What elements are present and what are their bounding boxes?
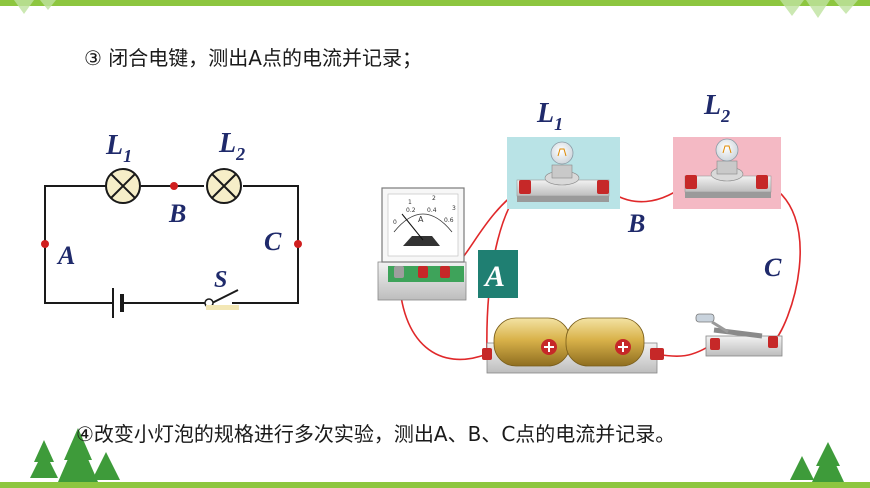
- point-a-badge: A: [478, 250, 518, 298]
- wire-lamp2-to-switch: [761, 180, 801, 344]
- wire-left: [44, 185, 106, 304]
- schematic-point-c: C: [264, 227, 282, 256]
- lamp1-symbol: [105, 168, 141, 204]
- ammeter-tick-2: 0.4: [427, 207, 437, 214]
- schematic-switch-label: S: [214, 267, 227, 293]
- ammeter-outer-tick-1: 1: [408, 199, 412, 206]
- node-c-dot: [294, 240, 302, 248]
- apparatus-label-b: B: [627, 209, 645, 238]
- step-3-instruction: ③ 闭合电键，测出A点的电流并记录；: [84, 46, 422, 70]
- switch-lever: [211, 289, 239, 304]
- schematic-point-b: B: [168, 199, 186, 228]
- ammeter-unit: A: [418, 215, 424, 224]
- apparatus-label-c: C: [764, 253, 782, 282]
- lamp1-apparatus: [507, 137, 620, 209]
- decorative-trees: [30, 428, 844, 482]
- lamp2-symbol: [206, 168, 242, 204]
- ammeter-tick-3: 0.6: [444, 217, 454, 224]
- schematic-point-a: A: [56, 241, 75, 270]
- apparatus-label-a: A: [483, 260, 505, 293]
- ammeter-outer-tick-2: 2: [432, 195, 436, 202]
- ammeter-tick-1: 0.2: [406, 207, 416, 214]
- node-b-dot: [170, 182, 178, 190]
- wire-switch-to-battery: [655, 342, 715, 358]
- switch-base: [206, 305, 239, 310]
- ammeter-apparatus: 0 0.2 0.4 0.6 1 2 3 A: [377, 187, 467, 301]
- schematic-lamp1-label: L1: [105, 130, 132, 166]
- schematic-lamp2-label: L2: [218, 128, 245, 164]
- bottom-banner: [0, 482, 870, 488]
- ammeter-tick-0: 0: [393, 219, 397, 226]
- apparatus-lamp2-label: L2: [703, 90, 730, 126]
- top-banner: [0, 0, 870, 18]
- step-4-instruction: ④改变小灯泡的规格进行多次实验，测出A、B、C点的电流并记录。: [76, 422, 676, 446]
- apparatus-lamp1-label: L1: [536, 98, 563, 134]
- lamp2-apparatus: [673, 137, 781, 209]
- node-a-dot: [41, 240, 49, 248]
- battery-apparatus: [482, 317, 664, 374]
- ammeter-outer-tick-3: 3: [452, 205, 456, 212]
- knife-switch-apparatus: [695, 313, 783, 357]
